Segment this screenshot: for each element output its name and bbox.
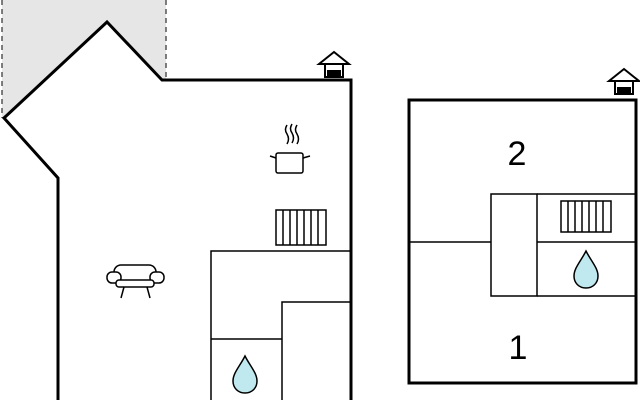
room-label-2: 2 — [508, 135, 527, 173]
right-building-interior-walls — [409, 193, 636, 297]
outdoor-area — [2, 0, 166, 118]
left-building-interior-walls — [210, 250, 351, 400]
radiator-icon — [275, 209, 327, 246]
water-drop-icon — [573, 249, 599, 289]
cooking-pot-icon — [269, 123, 311, 174]
sofa-icon — [106, 264, 165, 299]
chimney-icon — [606, 67, 640, 95]
water-drop-icon — [232, 354, 258, 394]
chimney-icon — [316, 50, 352, 78]
room-label-1: 1 — [509, 329, 528, 367]
radiator-icon — [560, 200, 612, 233]
left-building-walls — [1, 19, 353, 400]
